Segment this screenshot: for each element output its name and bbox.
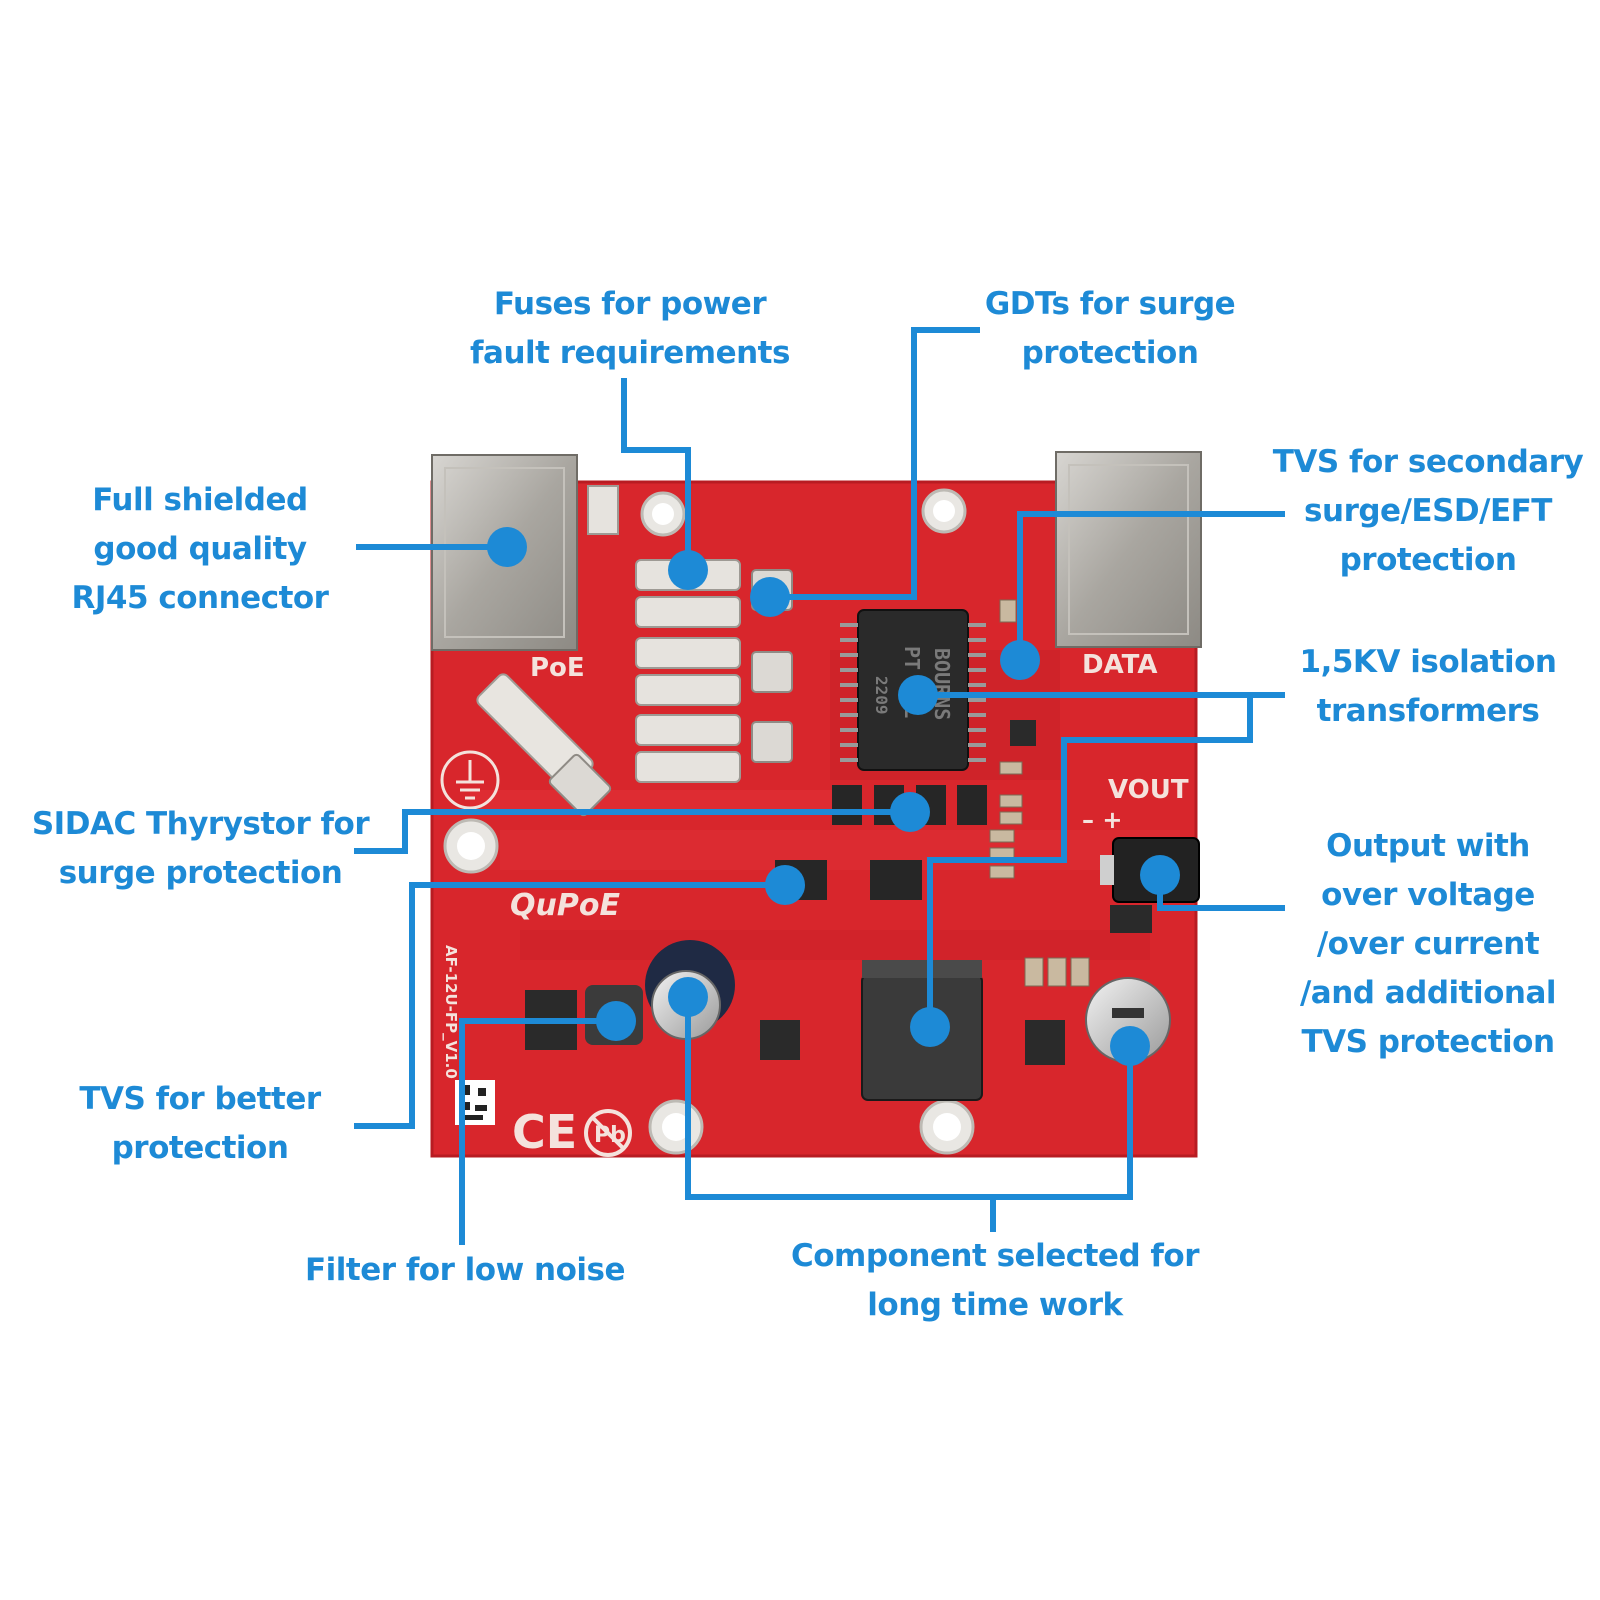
callout-component-line-1: Component selected for [790,1238,1200,1274]
vout-polarity: – + [1082,806,1122,834]
dot-inductor [910,1007,950,1047]
brand-logo: QuPoE [510,888,620,923]
callout-filter-line-1: Filter for low noise [304,1252,626,1288]
callout-tvs-secondary-line-1: TVS for secondary [1272,444,1584,480]
callout-output-line-3: /over current [1316,926,1540,962]
rj45-data-connector [1055,451,1202,648]
callout-rj45-line-2: good quality [93,531,307,567]
callout-sidac-line-2: surge protection [58,855,343,891]
callout-output-line-1: Output with [1326,828,1530,864]
callout-tvs-secondary-line-2: surge/ESD/EFT [1304,493,1552,529]
slanted-fuse [476,673,612,817]
dot-cap-right [1110,1026,1150,1066]
dot-rj45 [487,527,527,567]
callout-sidac: SIDAC Thyrystor for surge protection [28,800,373,898]
transformer-mark-3: 2209 [872,676,891,715]
dot-filter [596,1001,636,1041]
callout-isolation-line-2: transformers [1316,693,1540,729]
callout-gdts: GDTs for surge protection [960,280,1260,378]
callout-rj45-line-3: RJ45 connector [71,580,329,616]
callout-gdts-line-2: protection [1021,335,1199,371]
callout-output-line-4: /and additional [1299,975,1557,1011]
callout-output: Output with over voltage /over current /… [1268,822,1588,1067]
callout-fuses: Fuses for power fault requirements [465,280,795,378]
dot-output [1140,855,1180,895]
dot-sidac [890,792,930,832]
callout-tvs-better-line-2: protection [111,1130,289,1166]
dot-fuses [668,550,708,590]
callout-isolation: 1,5KV isolation transformers [1268,638,1588,736]
callout-output-line-5: TVS protection [1301,1024,1555,1060]
vout-label: VOUT [1108,775,1189,805]
callout-lines [354,327,1285,1245]
version-mark: AF-12U-FP_V1.0 [442,945,460,1079]
pb-mark: Pb [594,1123,626,1148]
callout-component-line-2: long time work [867,1287,1123,1323]
callout-component: Component selected for long time work [790,1232,1200,1330]
callout-isolation-line-1: 1,5KV isolation [1299,644,1557,680]
callout-output-line-2: over voltage [1321,877,1535,913]
callout-tvs-better-line-1: TVS for better [79,1081,321,1117]
callout-tvs-secondary-line-3: protection [1339,542,1517,578]
callout-gdts-line-1: GDTs for surge [984,286,1236,322]
dot-tvs-secondary [1000,640,1040,680]
dot-isolation [898,675,938,715]
callout-sidac-line-1: SIDAC Thyrystor for [31,806,370,842]
dot-gdts [750,577,790,617]
callout-rj45: Full shielded good quality RJ45 connecto… [50,476,350,623]
callout-filter: Filter for low noise [300,1246,630,1295]
ce-mark: CE [512,1105,577,1159]
dot-cap-left [668,977,708,1017]
port-data-label: DATA [1082,650,1158,680]
callout-fuses-line-2: fault requirements [470,335,790,371]
callout-dots [487,527,1180,1066]
ground-icon [440,750,500,810]
callout-fuses-line-1: Fuses for power [493,286,767,322]
callout-tvs-secondary: TVS for secondary surge/ESD/EFT protecti… [1268,438,1588,585]
port-poe-label: PoE [530,653,585,683]
pb-free-icon: Pb [584,1109,632,1157]
callout-tvs-better: TVS for better protection [50,1075,350,1173]
dot-tvs-better [765,865,805,905]
callout-rj45-line-1: Full shielded [92,482,308,518]
